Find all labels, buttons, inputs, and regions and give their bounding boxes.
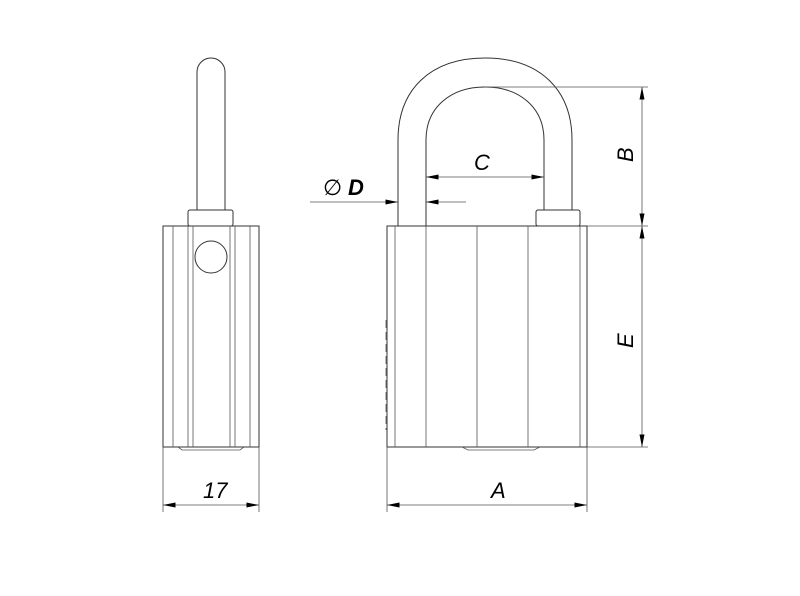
dim-d-label: D — [348, 175, 364, 200]
dim-17 — [162, 447, 260, 512]
front-collar — [535, 209, 581, 227]
diameter-symbol: ∅ — [323, 175, 342, 200]
side-view: 17 — [162, 57, 260, 512]
dim-c-label: C — [474, 150, 490, 175]
front-shackle-outer — [397, 57, 573, 226]
side-body-lines — [172, 226, 251, 451]
dim-b — [485, 86, 648, 227]
dim-e-label: E — [613, 333, 638, 348]
side-rivet — [194, 240, 228, 274]
front-view: C ∅ D B E A — [310, 57, 648, 512]
front-body-lines — [385, 226, 581, 451]
dim-b-label: B — [613, 147, 638, 162]
side-collar — [187, 209, 234, 227]
dim-17-label: 17 — [203, 478, 228, 503]
dim-e — [587, 226, 648, 448]
front-body — [386, 225, 588, 448]
side-body — [162, 225, 260, 448]
side-shackle — [196, 57, 226, 210]
dim-a — [386, 447, 588, 512]
dim-a-label: A — [489, 478, 506, 503]
